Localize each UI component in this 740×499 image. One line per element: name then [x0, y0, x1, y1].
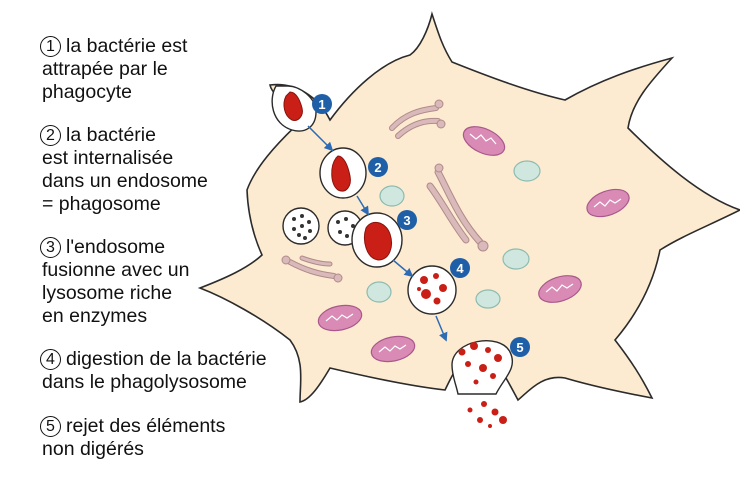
expelled-fragments: [458, 342, 507, 428]
step-number-marker: 3: [40, 237, 61, 258]
legend-line: dans un endosome: [42, 170, 208, 192]
step-badge-4: 4: [450, 258, 470, 278]
enzyme-dots: [336, 217, 355, 238]
step-number-marker: 2: [40, 125, 61, 146]
step-arrows: [307, 125, 448, 342]
step-badge-label: 4: [456, 261, 464, 276]
legend-line: dans le phagolysosome: [42, 371, 247, 393]
step-number-marker: 4: [40, 349, 61, 370]
bacterium: [331, 155, 351, 192]
step-badge-2: 2: [368, 157, 388, 177]
step-badge-3: 3: [397, 210, 417, 230]
phagocyte-cell-body: [197, 11, 740, 403]
legend-text: digestion de la bactérie: [66, 348, 267, 370]
step-badge-label: 1: [318, 97, 325, 112]
mitochondria-cristae: [325, 133, 622, 353]
legend-line: est internalisée: [42, 147, 174, 169]
legend-text: la bactérie: [66, 124, 156, 146]
legend-text: l'endosome: [66, 236, 166, 258]
legend-line: attrapée par le: [42, 58, 168, 80]
legend-line: phagocyte: [42, 81, 132, 103]
legend-line: = phagosome: [42, 193, 161, 215]
step-number-marker: 1: [40, 36, 61, 57]
step-badge-label: 3: [403, 213, 410, 228]
golgi-vesicles: [281, 99, 489, 283]
step-number-marker: 5: [40, 416, 61, 437]
enzyme-dots: [292, 214, 312, 240]
step-badge-label: 5: [516, 340, 523, 355]
step-badge-5: 5: [510, 337, 530, 357]
step-badge-label: 2: [374, 160, 381, 175]
legend-line: en enzymes: [42, 305, 148, 327]
bacterium: [283, 91, 303, 121]
legend-line: non digérés: [42, 438, 144, 460]
step-badge-1: 1: [312, 94, 332, 114]
legend-line: lysosome riche: [42, 282, 173, 304]
small-vesicles: [366, 160, 541, 309]
phagolysosome: [407, 265, 457, 315]
legend-text: rejet des éléments: [66, 415, 226, 437]
step-badges: 1 2 3 4 5: [312, 94, 530, 357]
bacterial-fragments: [417, 273, 447, 305]
legend-line: fusionne avec un: [42, 259, 190, 281]
mitochondria: [317, 126, 630, 363]
bacterium: [364, 221, 392, 261]
legend-text: la bactérie est: [66, 35, 188, 57]
golgi-apparatus: [287, 105, 484, 279]
